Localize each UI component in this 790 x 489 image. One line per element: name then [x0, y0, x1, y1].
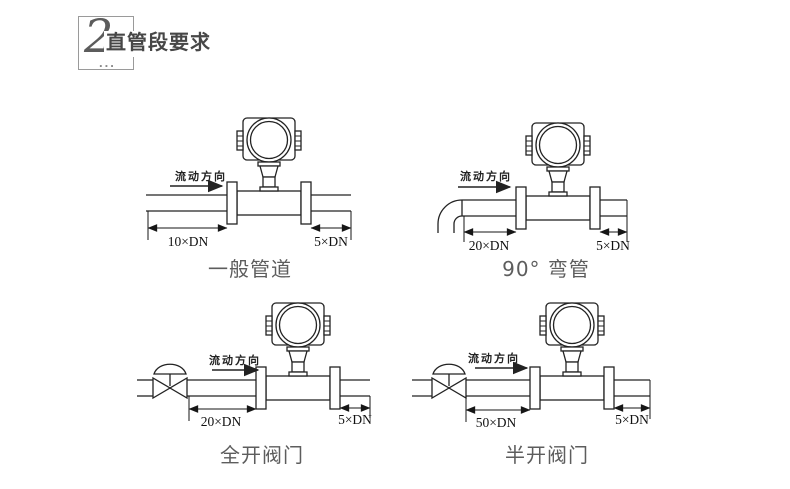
flowmeter-symbol: [226, 117, 312, 225]
elbow-inner-curve: [453, 215, 463, 233]
flow-direction-label: 流动方向: [468, 351, 520, 365]
upstream-dimension-label: 10×DN: [168, 234, 209, 249]
diagram-valve-half-open: 50×DN 5×DN 流动方向: [412, 302, 651, 430]
upstream-dimension-label: 50×DN: [476, 415, 517, 430]
flowmeter-symbol: [515, 122, 601, 230]
downstream-dimension-label: 5×DN: [338, 412, 372, 427]
valve-symbol: [152, 363, 188, 399]
diagram-valve-full-open: 20×DN 5×DN 流动方向: [137, 302, 372, 429]
caption-elbow-90: 90° 弯管: [502, 257, 590, 281]
upstream-dimension-label: 20×DN: [469, 238, 510, 253]
section-dots: ...: [99, 55, 116, 70]
elbow-outer-curve: [437, 199, 463, 233]
valve-symbol: [431, 363, 467, 399]
flowmeter-symbol: [529, 302, 615, 410]
diagram-elbow-90: 20×DN 5×DN 流动方向: [437, 122, 630, 253]
caption-valve-full-open: 全开阀门: [220, 443, 304, 467]
downstream-dimension-label: 5×DN: [314, 234, 348, 249]
page-title: 直管段要求: [104, 31, 215, 57]
caption-valve-half-open: 半开阀门: [505, 443, 589, 467]
caption-general-pipe: 一般管道: [208, 257, 292, 281]
flow-direction-label: 流动方向: [460, 169, 512, 183]
flowmeter-symbol: [255, 302, 341, 410]
downstream-dimension-label: 5×DN: [615, 412, 649, 427]
upstream-dimension-label: 20×DN: [201, 414, 242, 429]
diagram-general-pipe: 10×DN 5×DN 流动方向: [146, 117, 352, 249]
flow-direction-label: 流动方向: [209, 353, 261, 367]
flow-direction-label: 流动方向: [175, 169, 227, 183]
downstream-dimension-label: 5×DN: [596, 238, 630, 253]
